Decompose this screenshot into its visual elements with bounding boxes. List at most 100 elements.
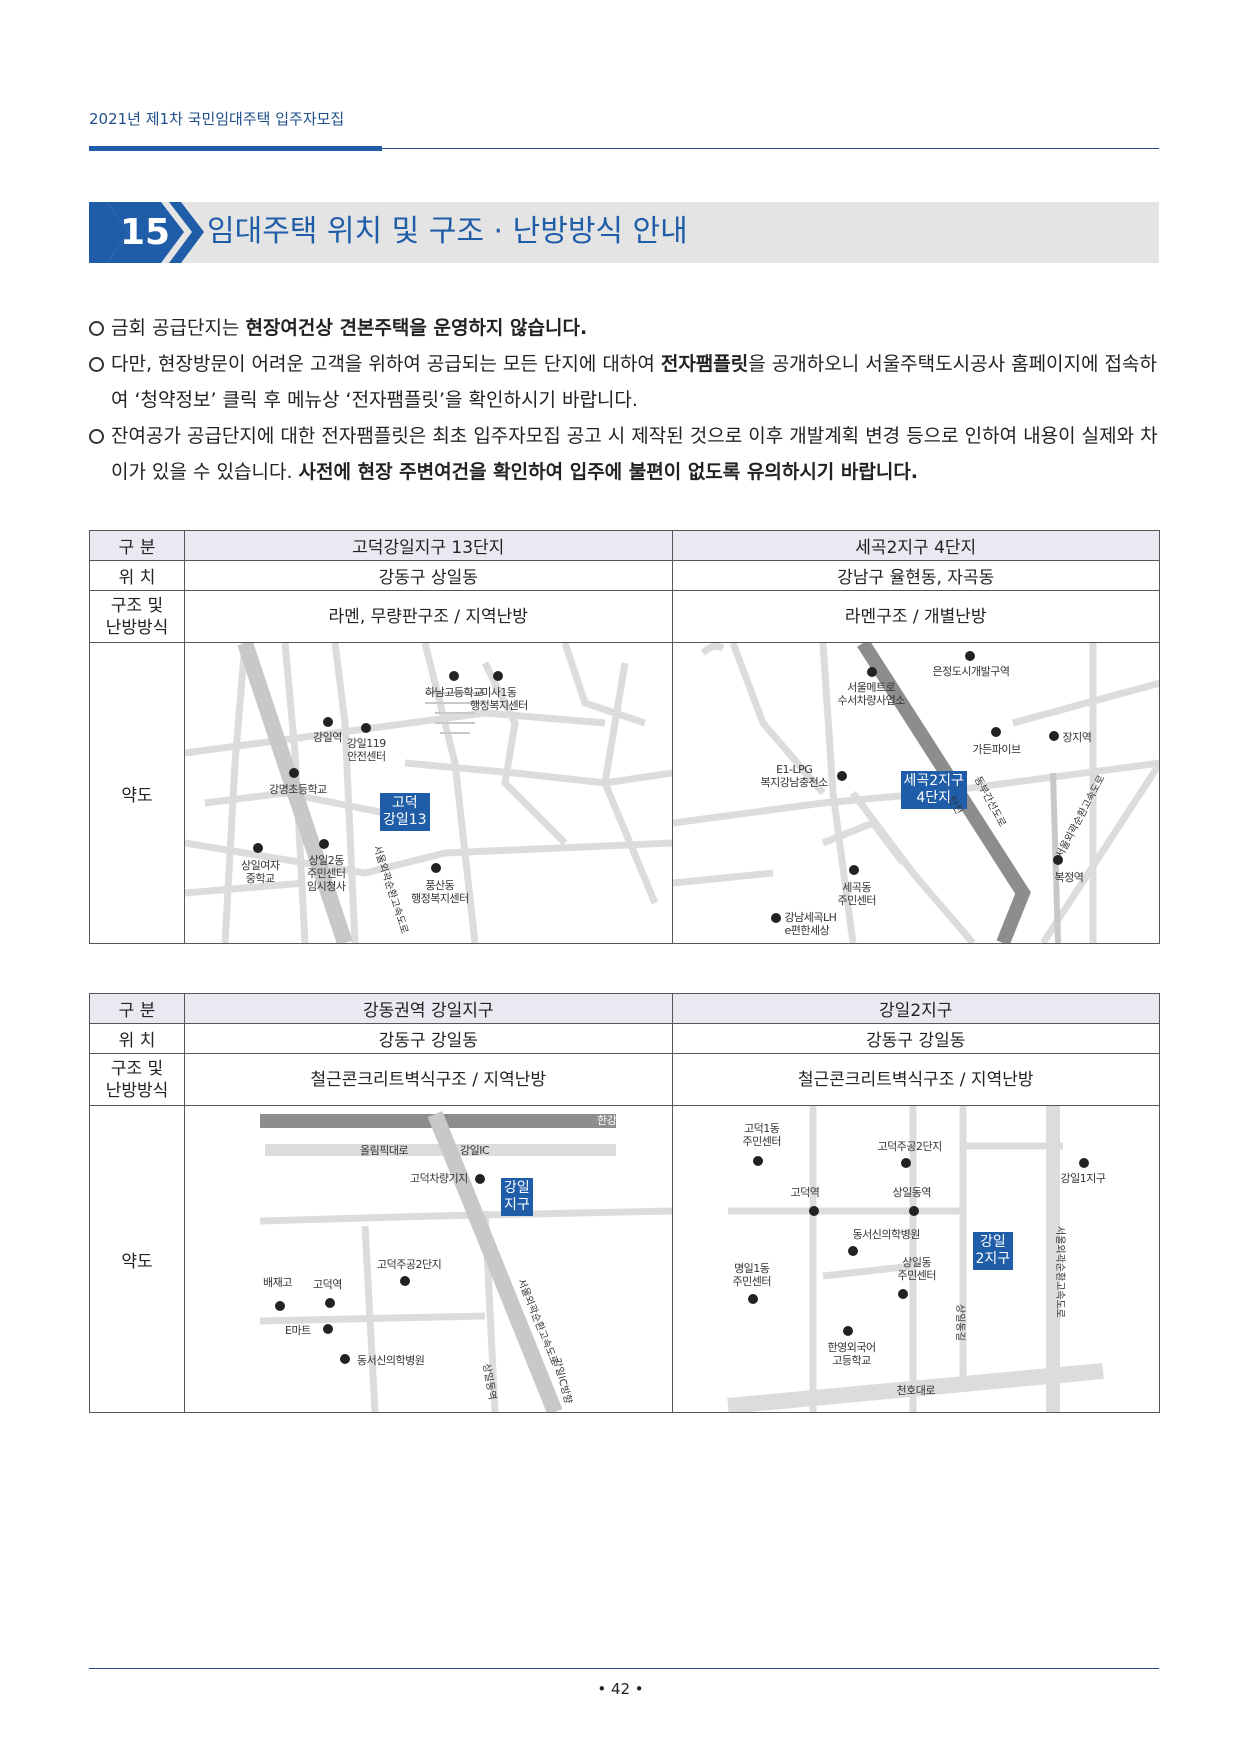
map-point	[990, 727, 1001, 737]
map-label-text: 상일동 주민센터	[897, 1256, 937, 1282]
map-label-text: 고덕차량기지	[410, 1172, 468, 1185]
bullet-circle-icon	[89, 429, 104, 444]
complex-location: 강동구 강일동	[671, 1023, 1160, 1054]
map-label-text: 상일동역	[892, 1186, 932, 1199]
complex-name: 세곡2지구 4단지	[671, 530, 1160, 561]
location-label: 위 치	[89, 560, 185, 591]
map-point	[836, 771, 847, 781]
map-roads	[185, 643, 672, 943]
map-label-text: 강일역	[313, 731, 342, 744]
complex-table-1: 구 분 고덕강일지구 13단지 세곡2지구 4단지 위 치 강동구 상일동 강남…	[89, 530, 1160, 944]
map-point	[1052, 855, 1063, 865]
notice-item: 잔여공가 공급단지에 대한 전자팸플릿은 최초 입주자모집 공고 시 제작된 것…	[89, 418, 1159, 490]
map-segok2: 은정도시개발구역 서울메트로 수서차량사업소 가든파이브 장지역 E1-LPG …	[671, 642, 1160, 944]
complex-name: 강일2지구	[671, 993, 1160, 1024]
map-point	[866, 667, 877, 677]
map-point	[493, 671, 503, 681]
map-label-text: 상일여자 중학교	[241, 859, 280, 885]
map-point	[400, 1276, 410, 1286]
map-point	[770, 913, 781, 923]
map-point	[275, 1301, 285, 1311]
map-point	[848, 865, 859, 875]
map-point	[319, 839, 329, 849]
map-point	[340, 1354, 350, 1364]
map-label-text: 한영외국어 고등학교	[827, 1341, 877, 1367]
map-label-text: 강명초등학교	[269, 783, 327, 796]
map-label-text: 강일119 안전센터	[347, 737, 386, 763]
map-point	[752, 1156, 763, 1166]
running-header: 2021년 제1차 국민임대주택 입주자모집	[89, 110, 345, 128]
map-point	[325, 1298, 335, 1308]
map-label-text: 서울메트로 수서차량사업소	[837, 681, 906, 707]
footer-rule	[89, 1668, 1159, 1669]
map-label-text: 고덕역	[313, 1278, 342, 1291]
map-label-text: E1-LPG 복지강남충전소	[760, 763, 829, 789]
map-point	[289, 768, 299, 778]
complex-table-2: 구 분 강동권역 강일지구 강일2지구 위 치 강동구 강일동 강동구 강일동 …	[89, 993, 1160, 1413]
map-label-text: 복정역	[1054, 871, 1084, 884]
map-gangil: 한강 올림픽대로 강일IC 고덕차량기지 강일 지구 고덕주공2단지 배재고 고…	[184, 1105, 673, 1413]
map-label-text: 배재고	[263, 1276, 292, 1289]
map-point	[323, 717, 333, 727]
map-label-text: E마트	[285, 1324, 311, 1337]
complex-structure: 라멘구조 / 개별난방	[671, 590, 1160, 643]
bullet-circle-icon	[89, 321, 104, 336]
structure-label: 구조 및 난방방식	[89, 590, 185, 643]
map-gangil13: 하남고등학교 미사1동 행정복지센터 강일역 강일119 안전센터 강명초등학교…	[184, 642, 673, 944]
map-point	[908, 1206, 919, 1216]
map-label-text: 강일1지구	[1060, 1172, 1106, 1185]
map-roads	[672, 643, 1159, 943]
section-title: 임대주택 위치 및 구조 · 난방방식 안내	[207, 214, 688, 249]
map-point	[323, 1324, 333, 1334]
map-point	[842, 1326, 853, 1336]
gubun-label: 구 분	[89, 993, 185, 1024]
map-point	[747, 1294, 758, 1304]
map-point	[1048, 731, 1059, 741]
map-point	[964, 651, 975, 661]
header-accent-bar	[89, 146, 382, 151]
map-gangil2: 고덕1동 주민센터 고덕주공2단지 강일1지구 고덕역 상일동역 동서신의학병원…	[671, 1105, 1160, 1413]
map-label-text: 올림픽대로	[360, 1144, 409, 1157]
map-roads	[726, 1106, 1104, 1412]
complex-structure: 철근콘크리트벽식구조 / 지역난방	[184, 1053, 673, 1106]
map-label-text: 명일1동 주민센터	[732, 1262, 772, 1288]
map-label-text: 가든파이브	[972, 743, 1022, 756]
complex-structure: 라멘, 무량판구조 / 지역난방	[184, 590, 673, 643]
complex-structure: 철근콘크리트벽식구조 / 지역난방	[671, 1053, 1160, 1106]
gubun-label: 구 분	[89, 530, 185, 561]
map-point	[1078, 1158, 1089, 1168]
map-point	[847, 1246, 858, 1256]
map-label-text: 천호대로	[896, 1384, 936, 1397]
section-heading: 15 임대주택 위치 및 구조 · 난방방식 안내	[89, 202, 1159, 263]
map-label-text: 강일IC	[460, 1144, 490, 1157]
map-point	[808, 1206, 819, 1216]
bullet-circle-icon	[89, 357, 104, 372]
header-rule	[89, 148, 1159, 149]
map-label-text: 고덕1동 주민센터	[742, 1122, 782, 1148]
complex-marker: 고덕 강일13	[380, 793, 430, 831]
map-label-text: 은정도시개발구역	[932, 665, 1010, 678]
map-point	[897, 1289, 908, 1299]
complex-location: 강동구 강일동	[184, 1023, 673, 1054]
map-point	[431, 863, 441, 873]
map-label: 약도	[89, 1105, 185, 1413]
notice-item: 다만, 현장방문이 어려운 고객을 위하여 공급되는 모든 단지에 대하여 전자…	[89, 346, 1159, 418]
map-label-text: 고덕주공2단지	[377, 1258, 442, 1271]
location-label: 위 치	[89, 1023, 185, 1054]
map-label-text: 하남고등학교	[425, 686, 483, 699]
map-point	[475, 1174, 485, 1184]
map-label-text: 풍산동 행정복지센터	[411, 879, 469, 905]
structure-label: 구조 및 난방방식	[89, 1053, 185, 1106]
complex-name: 강동권역 강일지구	[184, 993, 673, 1024]
map-label-text: 세곡동 주민센터	[837, 881, 877, 907]
map-point	[253, 843, 263, 853]
road-label: 서울외곽순환고속도로	[1053, 1226, 1065, 1318]
page-number: • 42 •	[597, 1680, 644, 1698]
complex-location: 강남구 율현동, 자곡동	[671, 560, 1160, 591]
map-label-text: 고덕주공2단지	[877, 1140, 943, 1153]
complex-location: 강동구 상일동	[184, 560, 673, 591]
section-chevron-icon	[89, 202, 204, 263]
notice-item: 금회 공급단지는 현장여건상 견본주택을 운영하지 않습니다.	[89, 310, 1159, 346]
road-label: 상일동길	[953, 1304, 965, 1341]
complex-name: 고덕강일지구 13단지	[184, 530, 673, 561]
